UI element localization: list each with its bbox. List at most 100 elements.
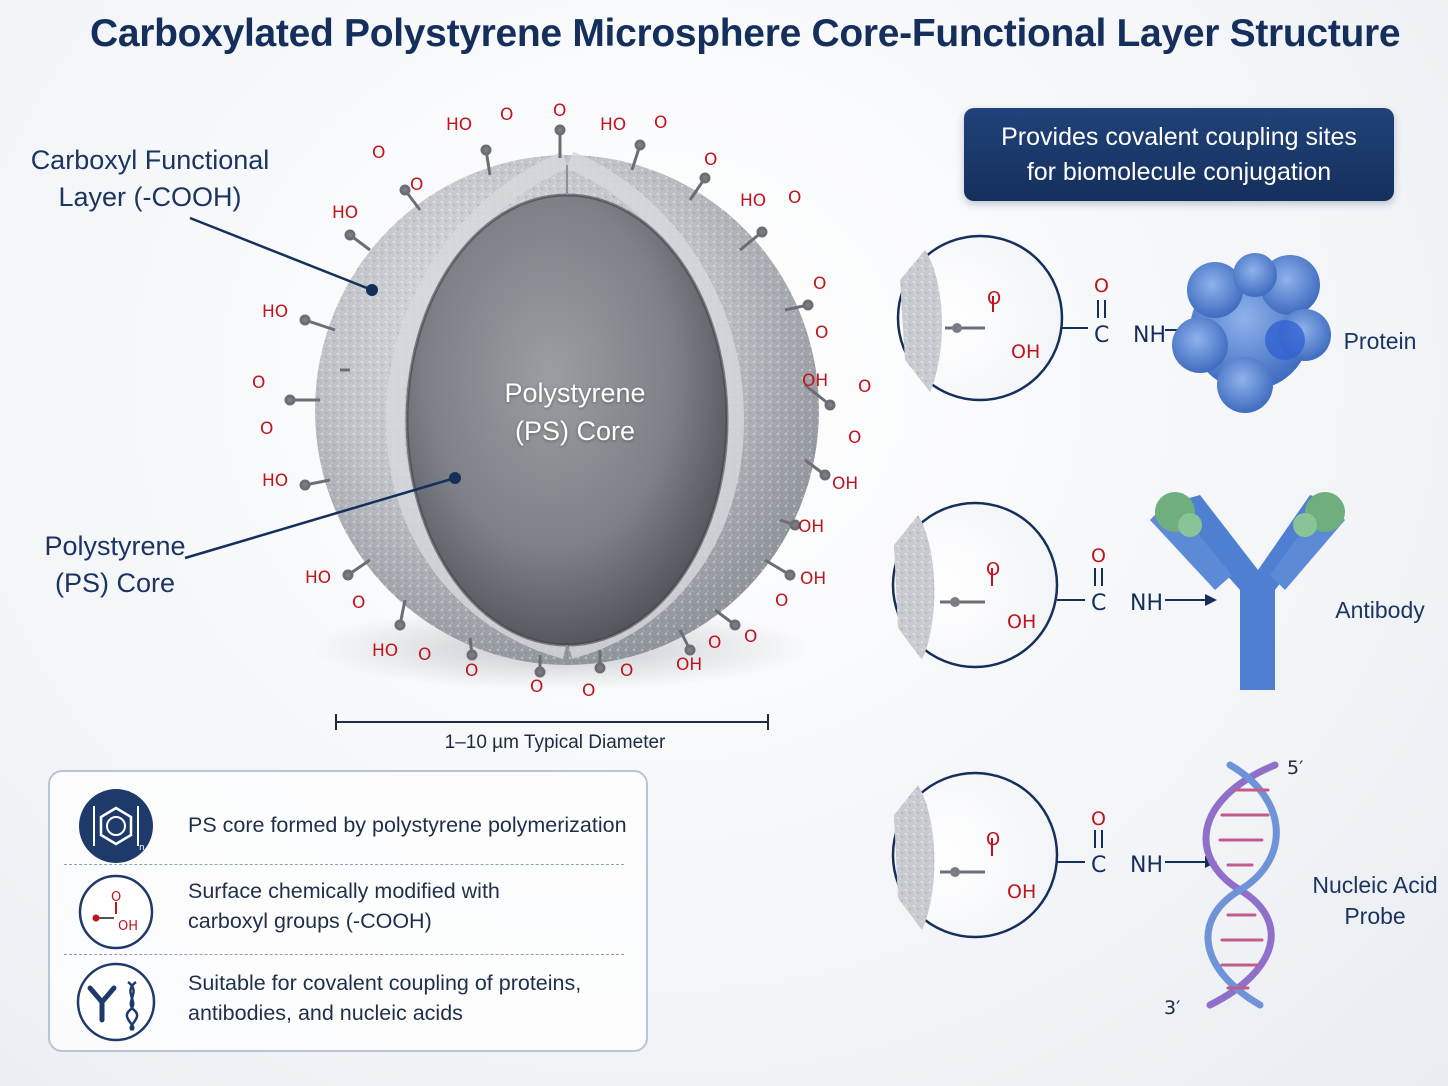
svg-text:O: O: [654, 113, 667, 133]
dna-helix-icon: [1202, 761, 1280, 1009]
svg-text:OH: OH: [1007, 881, 1036, 903]
info-row-ps-core: n PS core formed by polystyrene polymeri…: [50, 780, 646, 870]
nucleic-acid-label: Nucleic Acid Probe: [1305, 870, 1445, 932]
antibody-label: Antibody: [1335, 597, 1425, 623]
leader-dot-core: [449, 472, 461, 484]
info-text-carboxyl-line2: carboxyl groups (-COOH): [188, 909, 432, 933]
svg-text:O: O: [410, 175, 423, 195]
svg-text:O: O: [744, 627, 757, 647]
diameter-scale-bar: [335, 714, 769, 730]
ps-core-label: Polystyrene (PS) Core: [30, 528, 200, 602]
svg-text:C: C: [1091, 853, 1106, 878]
carboxyl-layer-label-line2: Layer (-COOH): [58, 182, 242, 212]
core-inner-label: Polystyrene (PS) Core: [480, 374, 670, 450]
protein-label: Protein: [1343, 328, 1417, 354]
svg-text:HO: HO: [600, 115, 626, 135]
coupling-sites-banner: Provides covalent coupling sites for bio…: [964, 108, 1394, 201]
svg-text:O: O: [1094, 275, 1109, 297]
info-text-carboxyl: Surface chemically modified with carboxy…: [188, 876, 500, 936]
carboxyl-layer-label: Carboxyl Functional Layer (-COOH): [20, 142, 280, 216]
svg-text:OH: OH: [802, 371, 828, 391]
svg-text:O: O: [418, 645, 431, 665]
banner-line1: Provides covalent coupling sites: [1001, 122, 1357, 151]
svg-text:O: O: [986, 559, 1000, 580]
svg-text:O: O: [620, 661, 633, 681]
svg-text:O: O: [530, 677, 543, 697]
svg-text:OH: OH: [1011, 341, 1040, 363]
info-divider-2: [64, 954, 624, 955]
svg-text:O: O: [553, 101, 566, 121]
svg-text:NH: NH: [1130, 853, 1163, 878]
leader-line-core: [184, 476, 456, 560]
info-text-coupling-line2: antibodies, and nucleic acids: [188, 1001, 463, 1025]
svg-text:3′: 3′: [1164, 997, 1180, 1019]
ps-core: [407, 195, 727, 645]
svg-text:O: O: [252, 373, 265, 393]
svg-text:NH: NH: [1133, 323, 1166, 348]
carboxyl-layer-label-line1: Carboxyl Functional: [30, 145, 270, 175]
svg-text:OH: OH: [1007, 611, 1036, 633]
info-panel: n PS core formed by polystyrene polymeri…: [48, 770, 648, 1052]
antibody-dna-icon: [76, 962, 156, 1042]
ps-core-label-line1: Polystyrene: [44, 531, 186, 561]
svg-text:HO: HO: [305, 568, 331, 588]
info-text-coupling-line1: Suitable for covalent coupling of protei…: [188, 971, 582, 995]
svg-text:OH: OH: [676, 655, 702, 675]
svg-text:O: O: [260, 419, 273, 439]
svg-text:O: O: [372, 143, 385, 163]
polystyrene-ring-icon: n: [79, 789, 153, 863]
carboxyl-group-icon: O OH: [78, 874, 154, 950]
svg-text:O: O: [111, 890, 121, 905]
svg-text:O: O: [704, 150, 717, 170]
core-inner-label-line2: (PS) Core: [514, 416, 636, 446]
info-text-carboxyl-line1: Surface chemically modified with: [188, 879, 500, 903]
info-divider-1: [64, 864, 624, 865]
nucleic-acid-label-line2: Probe: [1344, 903, 1406, 929]
svg-text:OH: OH: [800, 569, 826, 589]
svg-text:O: O: [987, 288, 1001, 309]
svg-text:OH: OH: [118, 919, 138, 934]
antibody-chem-labels: O OH O C NH: [986, 545, 1163, 633]
svg-text:O: O: [465, 661, 478, 681]
info-text-ps-core: PS core formed by polystyrene polymeriza…: [188, 813, 627, 837]
svg-text:O: O: [1091, 545, 1106, 567]
protein-chem-labels: O OH O C NH: [987, 275, 1166, 363]
ps-core-label-line2: (PS) Core: [54, 568, 176, 598]
info-row-coupling: Suitable for covalent coupling of protei…: [50, 958, 646, 1046]
info-row-carboxyl: O OH Surface chemically modified with ca…: [50, 868, 646, 956]
nucleic-acid-label-line1: Nucleic Acid: [1312, 872, 1438, 898]
svg-text:O: O: [815, 323, 828, 343]
info-text-coupling: Suitable for covalent coupling of protei…: [188, 968, 581, 1028]
conjugate-row-protein: [896, 234, 1331, 413]
svg-text:n: n: [139, 843, 145, 853]
core-inner-label-line1: Polystyrene: [504, 378, 646, 408]
svg-text:O: O: [813, 274, 826, 294]
svg-text:HO: HO: [372, 641, 398, 661]
svg-text:HO: HO: [332, 203, 358, 223]
svg-text:OH: OH: [832, 474, 858, 494]
carboxyl-groups: [284, 124, 836, 678]
nucleic-chem-labels: O OH O C NH 5′ 3′: [986, 757, 1303, 1019]
antibody-structure-icon: [1150, 492, 1345, 690]
svg-text:HO: HO: [262, 471, 288, 491]
svg-text:O: O: [708, 633, 721, 653]
protein-structure-icon: [1172, 253, 1331, 413]
svg-text:C: C: [1091, 591, 1106, 616]
svg-text:5′: 5′: [1287, 757, 1303, 779]
svg-text:O: O: [352, 593, 365, 613]
svg-text:O: O: [858, 377, 871, 397]
conjugate-row-antibody: [891, 492, 1345, 690]
svg-text:O: O: [500, 105, 513, 125]
conjugate-row-nucleic-acid: [891, 761, 1280, 1009]
svg-text:OH: OH: [798, 517, 824, 537]
svg-text:O: O: [1091, 808, 1106, 830]
svg-text:C: C: [1094, 323, 1109, 348]
banner-line2: for biomolecule conjugation: [1026, 157, 1332, 186]
leader-dot-carboxyl: [366, 284, 378, 296]
svg-text:O: O: [848, 428, 861, 448]
diameter-label: 1–10 µm Typical Diameter: [444, 732, 666, 753]
svg-text:O: O: [986, 829, 1000, 850]
svg-text:O: O: [788, 188, 801, 208]
